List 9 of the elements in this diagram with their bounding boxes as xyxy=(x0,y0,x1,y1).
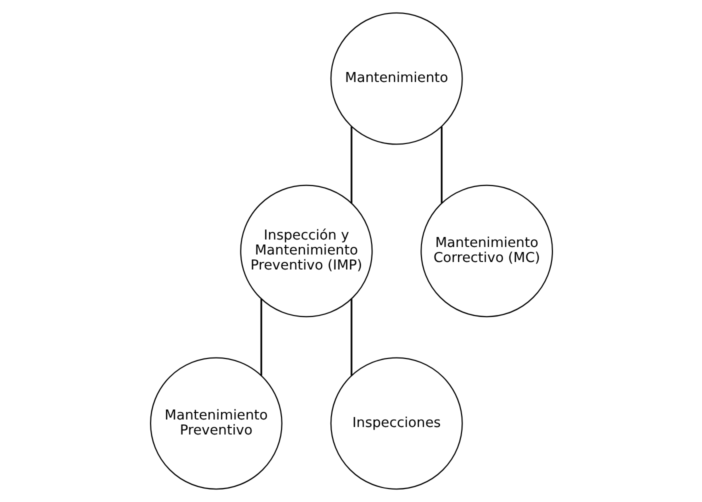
connector xyxy=(260,299,262,376)
connector xyxy=(350,299,352,376)
node-circle: Inspección y Mantenimiento Preventivo (IMP) xyxy=(240,184,372,318)
node-circle: Mantenimiento xyxy=(330,12,462,145)
connector xyxy=(440,126,442,204)
node-circle: Inspecciones xyxy=(330,357,462,490)
connector xyxy=(350,126,352,204)
node-circle: Mantenimiento Correctivo (MC) xyxy=(420,184,552,318)
node-circle: Mantenimiento Preventivo xyxy=(150,357,282,490)
